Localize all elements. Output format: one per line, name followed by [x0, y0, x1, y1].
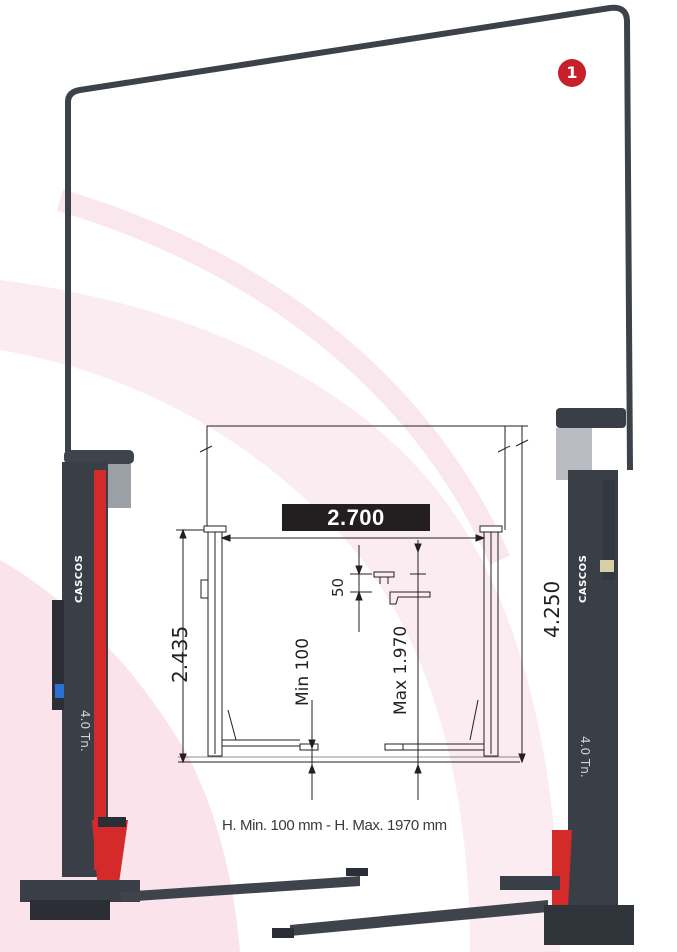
left-column-brand-logo: CASCOS	[74, 554, 85, 603]
max-height-label: Max 1.970	[391, 625, 411, 715]
step-label: 50	[329, 577, 347, 597]
width-dimension-label: 2.700	[282, 504, 430, 531]
technical-drawing	[176, 425, 529, 800]
total-height-label: 4.250	[540, 580, 564, 638]
column-height-label: 2.435	[168, 625, 192, 683]
height-range-caption: H. Min. 100 mm - H. Max. 1970 mm	[222, 817, 447, 834]
right-column-capacity-label: 4.0 Tn.	[578, 736, 592, 778]
min-height-label: Min 100	[293, 637, 313, 706]
left-column-capacity-label: 4.0 Tn.	[78, 710, 92, 752]
left-column	[20, 450, 368, 920]
right-column	[272, 408, 634, 945]
right-column-brand-logo: CASCOS	[578, 554, 589, 603]
overhead-frame	[65, 4, 633, 490]
callout-number-badge: 1	[558, 59, 586, 87]
